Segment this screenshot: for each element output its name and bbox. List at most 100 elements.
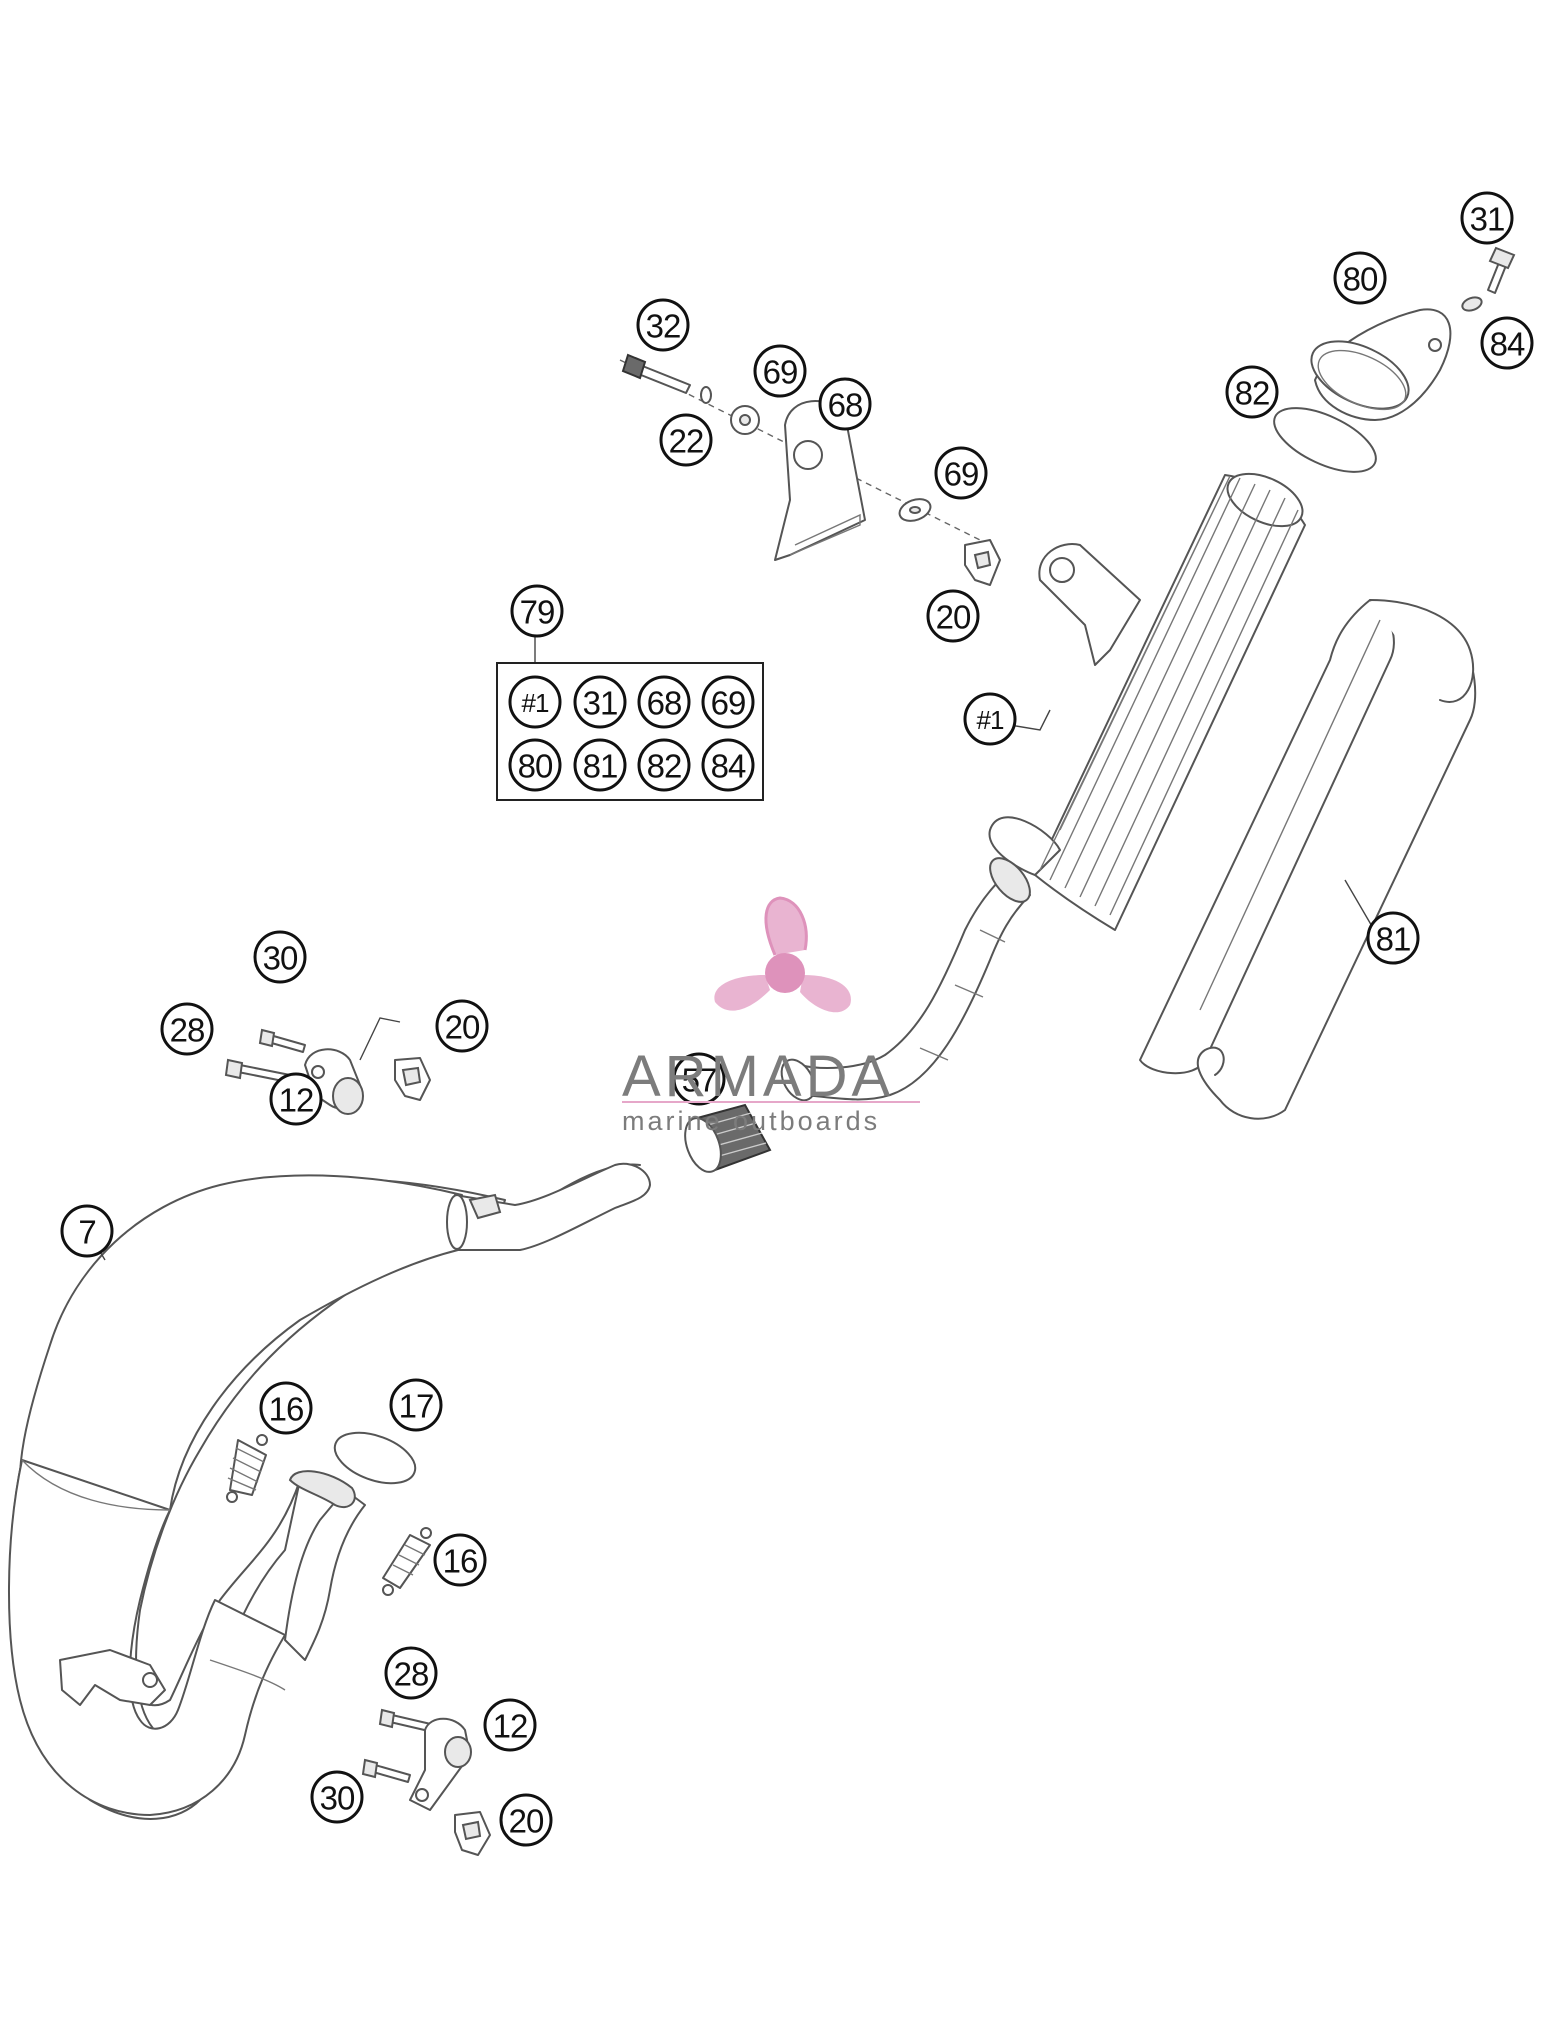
kit-item-5: 80 [508, 738, 562, 792]
kit-item-3: 68 [637, 675, 691, 729]
callout-17-label: 17 [399, 1388, 434, 1425]
callout-12-lower-circle [483, 1698, 537, 1752]
callout-17: 17 [389, 1378, 443, 1432]
kit-item-1-circle [508, 675, 562, 729]
kit-item-6-label: 81 [583, 748, 618, 785]
callout-20-upper-label: 20 [445, 1009, 480, 1046]
callout-30-lower-label: 30 [320, 1780, 355, 1817]
callout-69-b-circle [934, 446, 988, 500]
callout-30-lower-circle [310, 1770, 364, 1824]
callout-16-b-label: 16 [443, 1543, 478, 1580]
callout-28-upper-circle [160, 1002, 214, 1056]
kit-item-3-label: 68 [647, 685, 682, 722]
insulation-wrap [1139, 599, 1477, 1120]
header-pipe [8, 1162, 651, 1820]
kit-item-4-label: 69 [711, 685, 746, 722]
callout-22: 22 [659, 413, 713, 467]
callout-16-a: 16 [259, 1381, 313, 1435]
callout-20-mount-circle [926, 589, 980, 643]
callout-68-label: 68 [828, 387, 863, 424]
callout-69-b-label: 69 [944, 456, 979, 493]
callout-12-upper-circle [269, 1072, 323, 1126]
callout-12-upper: 12 [269, 1072, 323, 1126]
callout-12-lower-label: 12 [493, 1708, 528, 1745]
callout-79-label: 79 [520, 594, 555, 631]
kit-item-4-circle [701, 675, 755, 729]
callout-82-top-circle [1225, 365, 1279, 419]
kit-item-5-label: 80 [518, 748, 553, 785]
callout-79-circle [510, 584, 564, 638]
callout-12-lower: 12 [483, 1698, 537, 1752]
callout-82-top-label: 82 [1235, 375, 1270, 412]
callout-68: 68 [818, 377, 872, 431]
callout-80-top-circle [1333, 251, 1387, 305]
callout-69-a: 69 [753, 344, 807, 398]
callout-7-circle [60, 1204, 114, 1258]
callout-silencer-circle [963, 692, 1017, 746]
kit-item-7-label: 82 [647, 748, 682, 785]
callout-31-top-label: 31 [1470, 201, 1505, 238]
callout-7-label: 7 [78, 1214, 95, 1251]
callout-82-top: 82 [1225, 365, 1279, 419]
callout-79: 79 [510, 584, 564, 638]
brand-tagline: marine outboards [622, 1106, 880, 1136]
callout-32-label: 32 [646, 308, 681, 345]
gasket-ring [333, 1431, 417, 1485]
callout-16-b: 16 [433, 1533, 487, 1587]
kit-item-8-circle [701, 738, 755, 792]
lower-clamp-group [361, 1708, 491, 1856]
kit-item-1-label: #1 [522, 688, 549, 718]
callout-20-mount-label: 20 [936, 599, 971, 636]
callout-7: 7 [60, 1204, 114, 1258]
callout-69-a-label: 69 [763, 354, 798, 391]
propeller-logo-icon [714, 896, 851, 1013]
kit-item-2: 31 [573, 675, 627, 729]
callout-84-top-circle [1480, 316, 1534, 370]
callout-81: 81 [1366, 911, 1420, 965]
mount-bracket-assembly [619, 353, 1001, 586]
callout-31-top-circle [1460, 191, 1514, 245]
callout-68-circle [818, 377, 872, 431]
connection-sleeve [684, 1103, 772, 1173]
callout-20-lower-label: 20 [509, 1803, 544, 1840]
callout-81-circle [1366, 911, 1420, 965]
o-ring [1273, 407, 1377, 473]
end-cap [1310, 308, 1452, 421]
callout-69-a-circle [753, 344, 807, 398]
callout-silencer-label: #1 [977, 705, 1004, 735]
callout-30-upper: 30 [253, 930, 307, 984]
kit-item-7: 82 [637, 738, 691, 792]
kit-item-4: 69 [701, 675, 755, 729]
callout-32: 32 [636, 298, 690, 352]
callout-22-label: 22 [669, 423, 704, 460]
callout-20-lower-circle [499, 1793, 553, 1847]
callout-22-circle [659, 413, 713, 467]
callout-20-mount: 20 [926, 589, 980, 643]
kit-item-5-circle [508, 738, 562, 792]
spring-upper [226, 1434, 268, 1503]
kit-item-8-label: 84 [711, 748, 746, 785]
kit-item-6: 81 [573, 738, 627, 792]
callout-16-a-circle [259, 1381, 313, 1435]
callout-84-top: 84 [1480, 316, 1534, 370]
callout-20-upper-circle [435, 999, 489, 1053]
kit-item-7-circle [637, 738, 691, 792]
callout-bubbles: 31 80 84 82 32 69 68 22 69 20 79 #1 81 30 28 20 12 57 7 16 1… [60, 191, 1534, 1847]
callout-16-b-circle [433, 1533, 487, 1587]
callout-silencer: #1 [963, 692, 1017, 746]
upper-clamp-group [224, 1017, 431, 1115]
callout-28-upper-label: 28 [170, 1012, 205, 1049]
callout-57-circle [672, 1052, 726, 1106]
spring-lower [382, 1527, 432, 1596]
callout-57: 57 [672, 1052, 726, 1106]
brand-name: ARMADA [622, 1044, 894, 1109]
callout-84-top-label: 84 [1490, 326, 1525, 363]
callout-31-top: 31 [1460, 191, 1514, 245]
callout-16-a-label: 16 [269, 1391, 304, 1428]
kit-item-8: 84 [701, 738, 755, 792]
callout-20-upper: 20 [435, 999, 489, 1053]
callout-28-lower-circle [384, 1646, 438, 1700]
callout-17-circle [389, 1378, 443, 1432]
callout-57-label: 57 [682, 1062, 717, 1099]
